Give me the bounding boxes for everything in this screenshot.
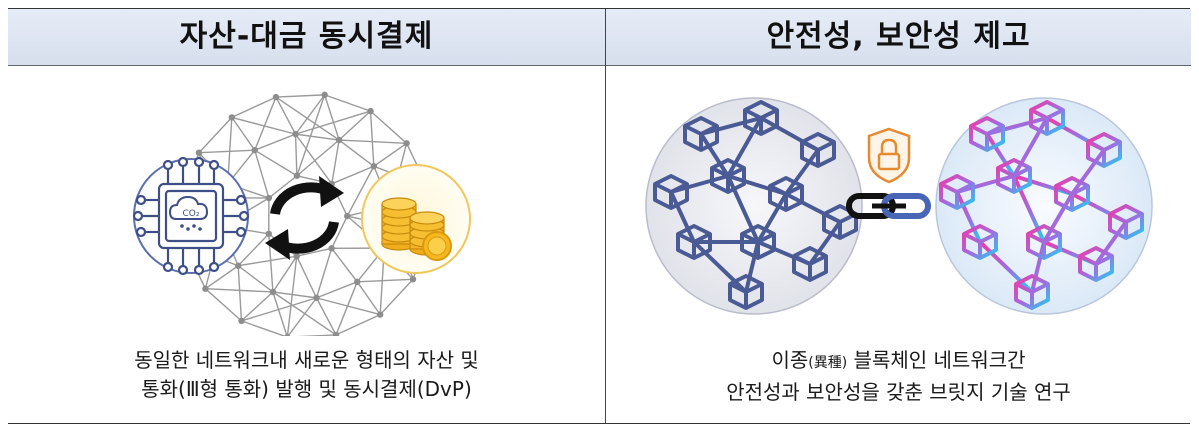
network-node [336, 137, 342, 143]
network-node [344, 213, 350, 219]
network-node [313, 295, 319, 301]
bridge-illustration [606, 66, 1191, 336]
network-edge [287, 335, 336, 336]
network-node [266, 195, 272, 201]
right-panel-title: 안전성, 보안성 제고 [606, 9, 1191, 66]
network-node [371, 163, 377, 169]
network-node [354, 279, 360, 285]
network-node [252, 147, 258, 153]
network-node [196, 150, 202, 156]
network-node [229, 114, 235, 120]
network-node [321, 92, 327, 98]
carbon-chip-icon: CO₂ [134, 158, 248, 274]
network-edge [332, 140, 339, 184]
left-panel: 자산-대금 동시결제 [8, 9, 605, 423]
network-edge [205, 289, 241, 321]
network-node [328, 245, 334, 251]
right-caption-rest: 블록체인 네트워크간 [847, 348, 1025, 372]
network-edge [316, 298, 336, 335]
network-edge [241, 298, 316, 321]
right-caption-term: 이종 [771, 348, 808, 372]
network-node [294, 173, 300, 179]
network-sphere-graphic: CO₂ [8, 66, 605, 336]
right-panel: 안전성, 보안성 제고 [605, 9, 1191, 423]
network-edge [276, 95, 325, 97]
network-edge [238, 266, 241, 321]
right-caption-line2: 안전성과 보안성을 갖춘 브릿지 기술 연구 [606, 378, 1191, 407]
network-node [273, 94, 279, 100]
network-edge [199, 117, 232, 152]
network-edge [296, 134, 297, 176]
network-node [202, 286, 208, 292]
network-node [266, 231, 272, 237]
left-panel-title: 자산-대금 동시결제 [8, 9, 605, 66]
network-node [410, 276, 416, 282]
network-edge [296, 95, 325, 134]
network-edge [276, 97, 296, 134]
left-caption-line1: 동일한 네트워크내 새로운 형태의 자산 및 [8, 346, 605, 375]
right-caption-hanja: (異種) [808, 355, 847, 371]
network-node [238, 318, 244, 324]
network-node [270, 289, 276, 295]
network-node [292, 131, 298, 137]
network-edge [241, 321, 287, 336]
network-node [294, 253, 300, 259]
co2-label: CO₂ [183, 209, 200, 219]
security-lock-icon [869, 129, 909, 182]
network-edge [199, 150, 255, 153]
network-edge [297, 256, 317, 298]
network-edge [371, 111, 374, 166]
dvp-illustration: CO₂ [8, 66, 605, 336]
network-edge [380, 279, 413, 314]
right-caption: 이종(異種) 블록체인 네트워크간 안전성과 보안성을 갖춘 브릿지 기술 연구 [606, 346, 1191, 407]
blockchain-bridge-graphic [606, 66, 1191, 336]
network-edge [316, 248, 331, 298]
network-node [403, 140, 409, 146]
network-edge [238, 266, 273, 292]
network-edge [339, 140, 374, 166]
network-node [333, 332, 339, 336]
network-edge [332, 248, 358, 282]
network-edge [296, 111, 371, 134]
network-node [235, 263, 241, 269]
gold-coins-icon [362, 165, 470, 273]
network-edge [332, 166, 374, 184]
network-edge [273, 292, 287, 336]
network-edge [357, 279, 413, 282]
network-edge [325, 95, 371, 111]
right-caption-line1: 이종(異種) 블록체인 네트워크간 [606, 346, 1191, 378]
left-caption-line2: 통화(Ⅲ형 통화) 발행 및 동시결제(DvP) [8, 375, 605, 404]
left-caption: 동일한 네트워크내 새로운 형태의 자산 및 통화(Ⅲ형 통화) 발행 및 동시… [8, 346, 605, 404]
network-node [367, 108, 373, 114]
network-node [377, 311, 383, 317]
network-edge [325, 95, 339, 140]
diagram-frame: 자산-대금 동시결제 [8, 8, 1190, 424]
network-edge [371, 111, 407, 143]
